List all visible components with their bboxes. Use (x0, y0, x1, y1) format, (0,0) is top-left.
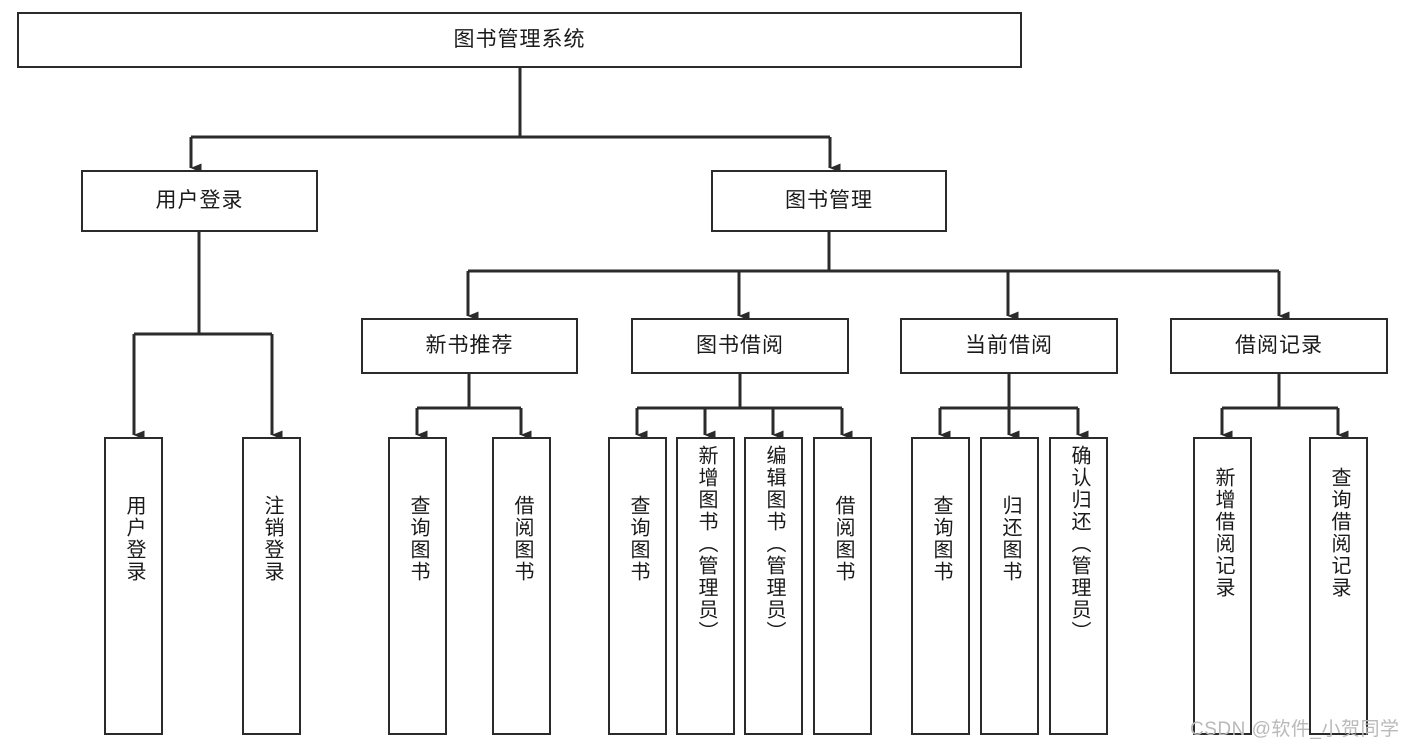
node-current-borrow[interactable]: 当前借阅 (900, 318, 1118, 374)
node-leaf-user-logout[interactable]: 注销登录 (242, 437, 301, 735)
node-new-book-recommend[interactable]: 新书推荐 (361, 318, 578, 374)
node-leaf-user-login[interactable]: 用户登录 (104, 437, 163, 735)
node-leaf-query-book-3[interactable]: 查询图书 (911, 437, 970, 735)
node-leaf-borrow-book-2-label: 借阅图书 (832, 495, 854, 583)
node-leaf-borrow-book-1-label: 借阅图书 (511, 495, 533, 583)
node-leaf-add-record[interactable]: 新增借阅记录 (1193, 437, 1252, 735)
node-leaf-user-logout-label: 注销登录 (261, 495, 283, 583)
node-leaf-query-book-3-label: 查询图书 (930, 495, 952, 583)
node-leaf-confirm-return-label: 确认归还（管理员） (1068, 445, 1090, 643)
node-root-label: 图书管理系统 (453, 28, 586, 52)
node-leaf-edit-book-label: 编辑图书（管理员） (763, 445, 785, 643)
node-book-borrow[interactable]: 图书借阅 (631, 318, 849, 374)
node-leaf-add-record-label: 新增借阅记录 (1212, 467, 1234, 599)
node-new-book-recommend-label: 新书推荐 (425, 334, 514, 358)
node-borrow-record-label: 借阅记录 (1235, 334, 1323, 358)
node-leaf-confirm-return[interactable]: 确认归还（管理员） (1049, 437, 1108, 735)
node-leaf-return-book[interactable]: 归还图书 (980, 437, 1039, 735)
node-current-borrow-label: 当前借阅 (965, 334, 1053, 358)
node-book-management[interactable]: 图书管理 (711, 170, 947, 232)
node-user-login[interactable]: 用户登录 (81, 170, 318, 232)
node-leaf-add-book-label: 新增图书（管理员） (695, 445, 717, 643)
node-leaf-edit-book[interactable]: 编辑图书（管理员） (744, 437, 803, 735)
node-leaf-user-login-label: 用户登录 (123, 495, 145, 583)
node-leaf-borrow-book-1[interactable]: 借阅图书 (492, 437, 551, 735)
node-leaf-add-book[interactable]: 新增图书（管理员） (676, 437, 735, 735)
node-book-borrow-label: 图书借阅 (696, 334, 784, 358)
node-leaf-query-book-2-label: 查询图书 (627, 495, 649, 583)
node-leaf-borrow-book-2[interactable]: 借阅图书 (813, 437, 872, 735)
node-leaf-query-record-label: 查询借阅记录 (1328, 467, 1350, 599)
node-leaf-return-book-label: 归还图书 (999, 495, 1021, 583)
node-root[interactable]: 图书管理系统 (17, 12, 1022, 68)
node-borrow-record[interactable]: 借阅记录 (1170, 318, 1388, 374)
node-leaf-query-record[interactable]: 查询借阅记录 (1309, 437, 1368, 735)
node-book-management-label: 图书管理 (785, 189, 873, 213)
node-leaf-query-book-1[interactable]: 查询图书 (388, 437, 447, 735)
node-user-login-label: 用户登录 (155, 189, 244, 213)
node-leaf-query-book-1-label: 查询图书 (407, 495, 429, 583)
node-leaf-query-book-2[interactable]: 查询图书 (608, 437, 667, 735)
